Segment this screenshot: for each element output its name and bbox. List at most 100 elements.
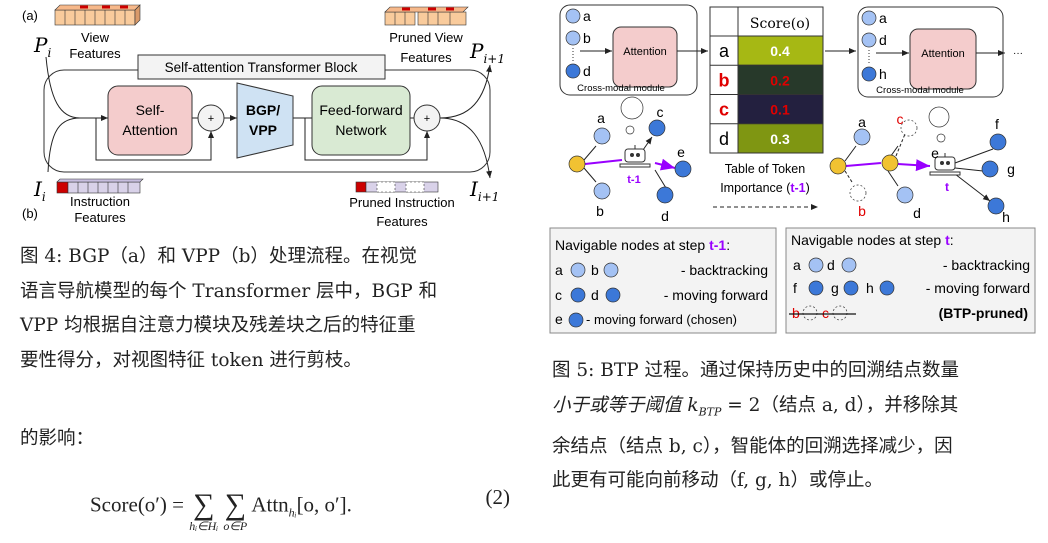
svg-text:g: g xyxy=(831,280,839,296)
pruned-view-features-tokens xyxy=(384,6,469,26)
pruned-instruction-features-label: Pruned Instruction xyxy=(349,195,455,210)
svg-text:Network: Network xyxy=(335,122,387,138)
view-features-tokens xyxy=(54,4,141,26)
node-label: b xyxy=(719,70,730,90)
svg-text:h: h xyxy=(866,280,874,296)
svg-text:t-1: t-1 xyxy=(627,174,640,186)
pruned-view-features-label: Pruned View xyxy=(389,30,463,45)
equation-number: (2) xyxy=(485,485,511,509)
instruction-features-label: Instruction xyxy=(70,194,130,209)
legend-step-t-minus-1: Navigable nodes at step t-1: a b - backt… xyxy=(549,227,777,334)
svg-text:Features: Features xyxy=(376,214,428,229)
svg-text:Table of Token: Table of Token xyxy=(725,162,805,176)
score-cell xyxy=(737,94,824,125)
i-i-label: Ii xyxy=(33,177,46,204)
figure-5-diagram: a b d Attention Cross-modal module Score… xyxy=(549,4,1036,334)
figure-4-diagram: (a) (b) View Features Pruned View Featur… xyxy=(22,4,505,229)
p-next-label: Pi+1 xyxy=(469,39,505,66)
svg-text:c: c xyxy=(555,287,562,303)
table-header: Score(o) xyxy=(750,16,810,32)
svg-text:e: e xyxy=(677,144,685,160)
svg-text:a: a xyxy=(858,114,866,130)
table-caption: Importance (t-1) xyxy=(720,181,810,195)
table-row: b 0.2 xyxy=(710,64,824,95)
svg-text:d: d xyxy=(661,208,669,224)
svg-text:h: h xyxy=(879,66,887,82)
label-a: (a) xyxy=(22,8,38,23)
table-row: d 0.3 xyxy=(710,123,824,154)
svg-text:b: b xyxy=(591,262,599,278)
svg-text:Cross-modal module: Cross-modal module xyxy=(577,83,665,94)
p-i-label: Pi xyxy=(33,33,51,60)
score-value: 0.3 xyxy=(770,131,790,147)
view-features-label: View xyxy=(81,30,110,45)
svg-text:a: a xyxy=(879,10,887,26)
svg-text:c: c xyxy=(657,104,664,120)
score-cell xyxy=(737,123,824,154)
label-b: (b) xyxy=(22,206,38,221)
residual-add-1 xyxy=(197,104,225,132)
svg-text:Features: Features xyxy=(74,210,126,225)
svg-text:(BTP-pruned): (BTP-pruned) xyxy=(939,305,1028,321)
svg-text:t: t xyxy=(945,180,949,194)
svg-text:a: a xyxy=(583,8,591,24)
score-value: 0.4 xyxy=(770,43,790,59)
svg-text:Self-: Self- xyxy=(136,102,165,118)
svg-text:···: ··· xyxy=(1013,48,1023,59)
svg-text:a: a xyxy=(597,110,605,126)
svg-text:BGP/: BGP/ xyxy=(246,102,280,118)
svg-text:b: b xyxy=(792,305,800,321)
attention-box-right xyxy=(909,28,977,90)
graph-step-t: a b c d e f g h t xyxy=(829,106,1015,225)
attention-box-left xyxy=(612,26,678,88)
svg-text:d: d xyxy=(827,257,835,273)
svg-text:d: d xyxy=(879,32,887,48)
svg-text:Navigable nodes at step t:: Navigable nodes at step t: xyxy=(791,232,954,248)
svg-text:e: e xyxy=(931,145,939,161)
svg-text:d: d xyxy=(583,63,591,79)
svg-text:c: c xyxy=(897,111,904,127)
node-label: d xyxy=(719,129,729,149)
svg-text:Attention: Attention xyxy=(623,46,666,58)
pruned-instruction-features-tokens xyxy=(355,181,439,193)
svg-text:f: f xyxy=(793,280,797,296)
svg-text:Attention: Attention xyxy=(921,48,964,60)
svg-text:d: d xyxy=(913,205,921,221)
svg-text:b: b xyxy=(583,30,591,46)
i-next-label: Ii+1 xyxy=(469,177,499,204)
svg-text:- backtracking: - backtracking xyxy=(943,257,1030,273)
svg-text:VPP: VPP xyxy=(249,122,277,138)
figure-4-caption: 图 4: BGP（a）和 VPP（b）处理流程。在视觉 语言导航模型的每个 Tr… xyxy=(20,246,438,371)
svg-text:- moving forward (chosen): - moving forward (chosen) xyxy=(586,312,737,327)
svg-text:c: c xyxy=(822,305,829,321)
body-text: 的影响： xyxy=(20,428,95,449)
svg-text:+: + xyxy=(208,113,214,125)
svg-text:e: e xyxy=(555,311,563,327)
svg-text:Cross-modal module: Cross-modal module xyxy=(876,85,964,96)
figure-5-caption: 图 5: BTP 过程。通过保持历史中的回溯结点数量 小于或等于阈值 kBTP … xyxy=(552,360,960,492)
svg-text:a: a xyxy=(793,257,801,273)
legend-step-t: Navigable nodes at step t: a d - backtra… xyxy=(785,227,1036,334)
svg-text:a: a xyxy=(555,262,563,278)
equation-2: Score(o′) = ∑hᵢ∈Hᵢ ∑o∈P Attnhᵢ[o, o′]. (… xyxy=(90,485,511,533)
svg-text:h: h xyxy=(1002,209,1010,225)
svg-text:Feed-forward: Feed-forward xyxy=(319,102,402,118)
svg-text:- moving forward: - moving forward xyxy=(926,280,1030,296)
node-label: a xyxy=(719,41,730,61)
score-value: 0.2 xyxy=(770,72,790,88)
svg-text:Attention: Attention xyxy=(122,122,177,138)
agent-robot-icon xyxy=(619,145,651,168)
svg-text:d: d xyxy=(591,287,599,303)
svg-text:g: g xyxy=(1007,161,1015,177)
score-cell xyxy=(737,35,824,66)
node-label: c xyxy=(719,100,729,120)
svg-text:- backtracking: - backtracking xyxy=(681,262,768,278)
svg-text:Features: Features xyxy=(69,46,121,61)
feed-forward-box xyxy=(311,85,411,156)
bgp-vpp-block xyxy=(236,82,294,159)
table-row: a 0.4 xyxy=(710,35,824,66)
graph-step-t-minus-1: a b c d e t-1 xyxy=(568,96,692,224)
